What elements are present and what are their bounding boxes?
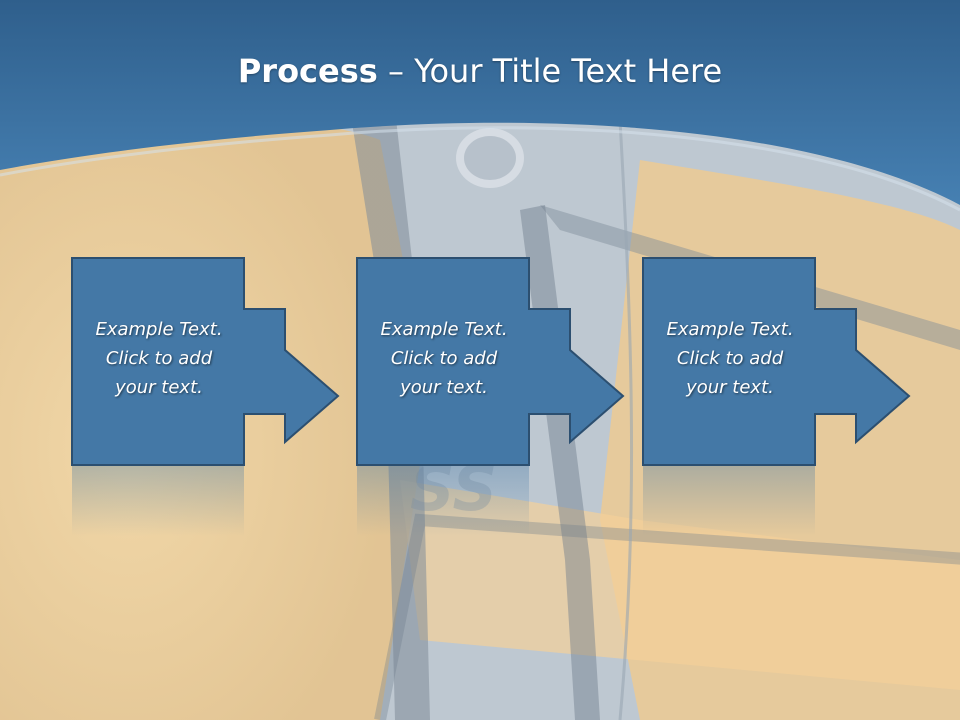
process-step-2[interactable]: Example Text. Click to add your text.	[356, 257, 656, 557]
title-rest-text: – Your Title Text Here	[377, 52, 723, 90]
slide-title[interactable]: Process – Your Title Text Here	[0, 52, 960, 90]
process-step-1[interactable]: Example Text. Click to add your text.	[71, 257, 371, 557]
arrow-box-shape	[71, 257, 340, 466]
arrow-box-shape	[356, 257, 625, 466]
arrow-box-shape	[642, 257, 911, 466]
step-text[interactable]: Example Text. Click to add your text.	[95, 319, 223, 398]
step-text[interactable]: Example Text. Click to add your text.	[666, 319, 794, 398]
title-bold-text: Process	[237, 52, 378, 90]
step-text[interactable]: Example Text. Click to add your text.	[380, 319, 508, 398]
process-step-3[interactable]: Example Text. Click to add your text.	[642, 257, 942, 557]
